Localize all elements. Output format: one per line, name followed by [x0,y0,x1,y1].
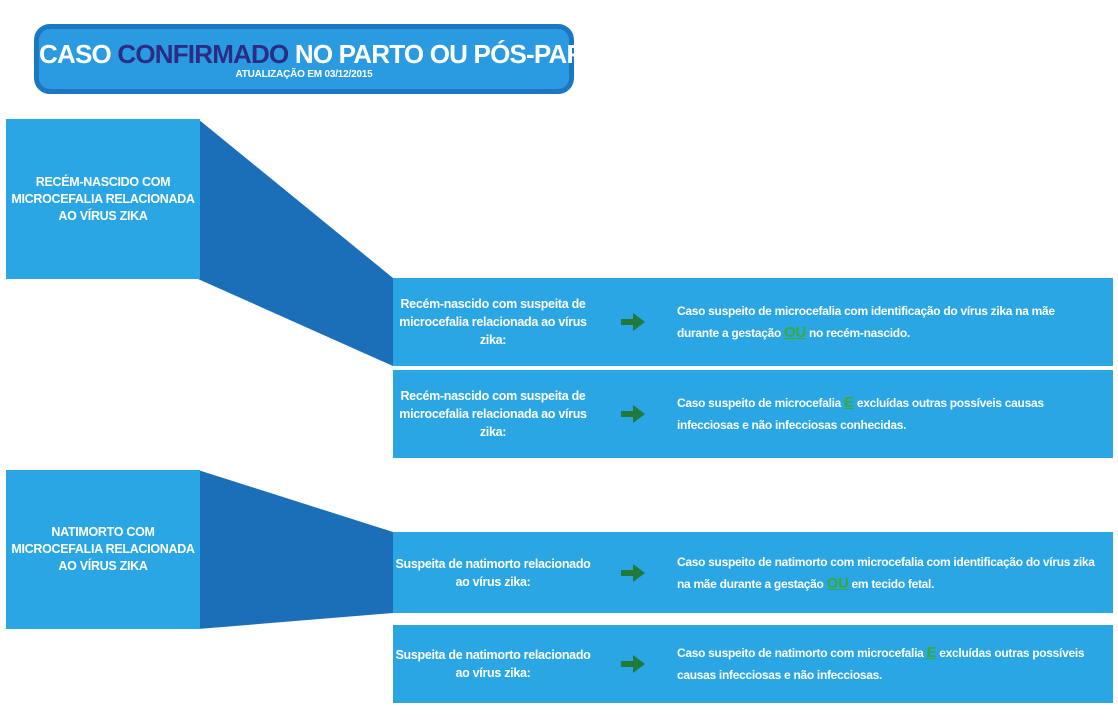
update-date: ATUALIZAÇÃO EM 03/12/2015 [235,69,373,80]
row-text-before: Caso suspeito de natimorto com microcefa… [677,554,1095,591]
criteria-row: Recém-nascido com suspeita de microcefal… [393,370,1113,458]
group-1-label: RECÉM-NASCIDO COM MICROCEFALIA RELACIONA… [11,174,195,223]
row-condition: Recém-nascido com suspeita de microcefal… [399,297,587,347]
row-text-after: excluídas outras possíveis causas infecc… [677,646,1085,682]
page-title: CASO CONFIRMADO NO PARTO OU PÓS-PARTO: [39,39,627,69]
row-condition: Suspeita de natimorto relacionado ao vír… [395,648,591,680]
group-1-box [6,119,200,279]
criteria-row: Suspeita de natimorto relacionado ao vír… [393,532,1113,613]
row-description: Caso suspeito de natimorto com microcefa… [677,532,1097,613]
arrow-right-icon [621,313,645,331]
group-2-label: NATIMORTO COM MICROCEFALIA RELACIONADA A… [11,525,195,573]
criteria-row: Recém-nascido com suspeita de microcefal… [393,278,1113,366]
row-text-after: no recém-nascido. [805,326,910,340]
conjunction-e: E [844,394,854,411]
title-part-2: NO PARTO OU PÓS-PARTO: [288,39,627,69]
row-text-before: Caso suspeito de natimorto com microcefa… [677,646,927,660]
row-description: Caso suspeito de microcefalia com identi… [677,278,1097,366]
title-accent: CONFIRMADO [117,39,289,69]
group-2-connector [198,470,393,629]
conjunction-ou: OU [826,574,849,592]
row-text-before: Caso suspeito de microcefalia [677,396,845,410]
row-text-after: excluídas outras possíveis causas infecc… [677,396,1044,432]
row-condition: Suspeita de natimorto relacionado ao vír… [395,556,591,589]
arrow-right-icon [621,563,645,582]
arrow-right-icon [621,655,645,673]
group-2-box [6,470,200,629]
row-description: Caso suspeito de natimorto com microcefa… [677,625,1097,703]
conjunction-e: E [926,644,937,661]
title-part-1: CASO [39,39,118,69]
title-banner: CASO CONFIRMADO NO PARTO OU PÓS-PARTO: A… [34,24,627,94]
arrow-right-icon [621,405,645,423]
conjunction-ou: OU [784,324,806,341]
row-description: Caso suspeito de microcefalia E excluída… [677,370,1097,458]
group-1-connector [198,119,393,366]
row-condition: Recém-nascido com suspeita de microcefal… [399,389,587,439]
row-text-after: em tecido fetal. [848,576,935,591]
criteria-row: Suspeita de natimorto relacionado ao vír… [393,625,1113,703]
row-text-before: Caso suspeito de microcefalia com identi… [677,304,1055,340]
